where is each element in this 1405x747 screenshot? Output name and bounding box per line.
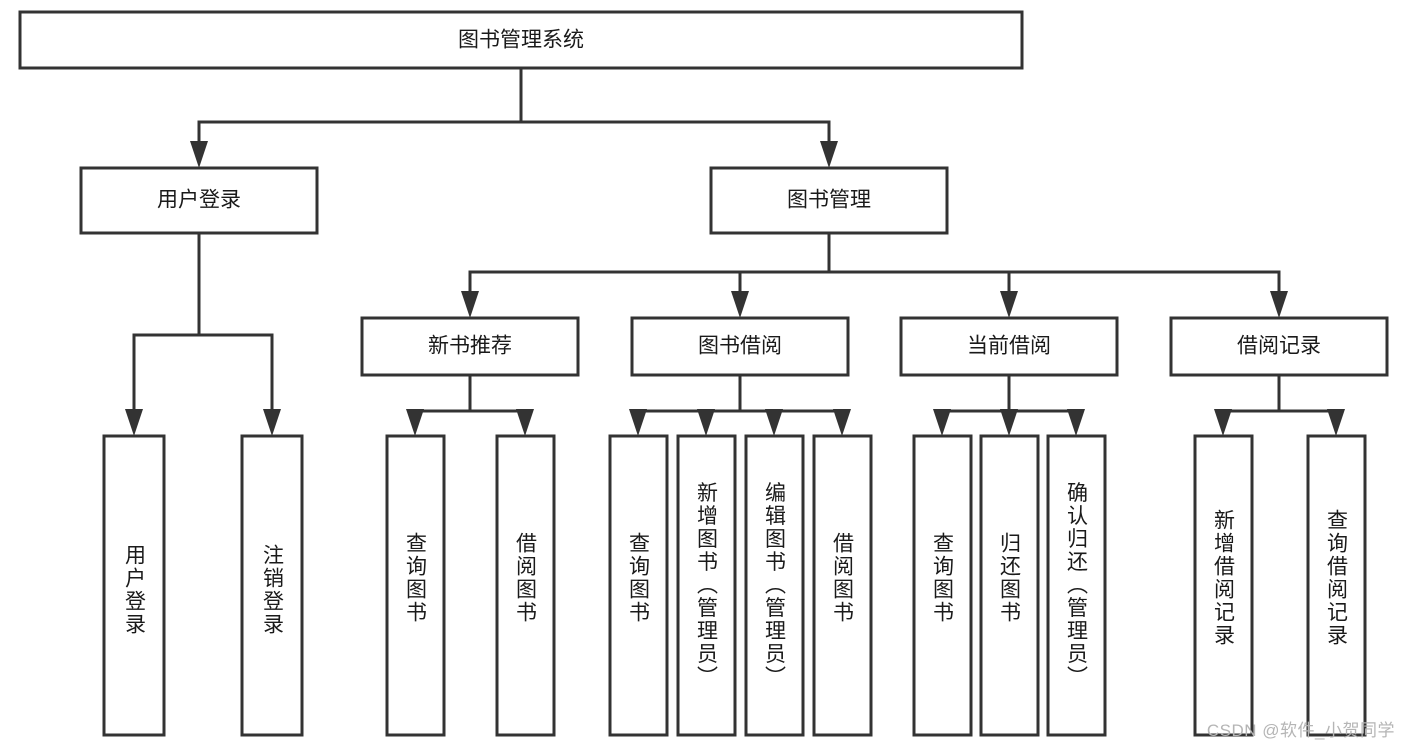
node-leaf-query-book-2-box[interactable] (608, 434, 669, 737)
node-leaf-add-record-label: 新增借阅记录 (1212, 509, 1236, 647)
node-leaf-logout-login-label: 注销登录 (261, 544, 285, 636)
node-leaf-logout-login[interactable]: 注销登录 (240, 434, 304, 737)
node-leaf-edit-book-label: 编辑图书（管理员） (763, 482, 787, 689)
node-book-borrow-box[interactable] (630, 316, 850, 377)
node-borrow-record-label: 借阅记录 (1237, 335, 1321, 358)
arrow-root-to-user-login (190, 141, 208, 168)
node-leaf-user-login-label: 用户登录 (123, 544, 147, 636)
node-borrow-record[interactable]: 借阅记录 (1169, 316, 1389, 377)
connectors-book-borrow-children (629, 373, 851, 436)
node-user-login[interactable]: 用户登录 (79, 166, 319, 235)
node-leaf-query-record[interactable]: 查询借阅记录 (1306, 434, 1367, 737)
arrow-to-leaf-query-book-3 (933, 409, 951, 436)
node-leaf-query-record-label: 查询借阅记录 (1325, 509, 1349, 647)
node-leaf-borrow-book-2-label: 借阅图书 (831, 532, 855, 624)
node-leaf-return-book[interactable]: 归还图书 (979, 434, 1040, 737)
node-leaf-add-record-box[interactable] (1193, 434, 1254, 737)
arrow-to-leaf-add-book (697, 409, 715, 436)
node-current-borrow-label: 当前借阅 (967, 335, 1051, 358)
watermark-text: CSDN @软件_小贺同学 (1206, 721, 1395, 740)
connectors-root-to-level2 (190, 66, 838, 168)
connectors-book-management-children (461, 231, 1288, 318)
node-book-borrow-label: 图书借阅 (698, 335, 782, 358)
node-leaf-add-book[interactable]: 新增图书（管理员） (676, 434, 737, 737)
node-leaf-confirm-return[interactable]: 确认归还（管理员） (1046, 434, 1107, 737)
node-leaf-logout-login-box[interactable] (240, 434, 304, 737)
node-leaf-add-book-box[interactable] (676, 434, 737, 737)
node-book-management-box[interactable] (709, 166, 949, 235)
node-root[interactable]: 图书管理系统 (18, 10, 1024, 70)
node-leaf-query-record-box[interactable] (1306, 434, 1367, 737)
node-leaf-return-book-label: 归还图书 (998, 532, 1022, 624)
node-book-borrow[interactable]: 图书借阅 (630, 316, 850, 377)
arrow-to-book-borrow (731, 291, 749, 318)
node-leaf-edit-book-box[interactable] (744, 434, 805, 737)
node-new-book-recommend-label: 新书推荐 (428, 335, 512, 358)
node-leaf-user-login-box[interactable] (102, 434, 166, 737)
node-leaf-query-book-2-label: 查询图书 (627, 532, 651, 624)
connectors-current-borrow-children (933, 373, 1085, 436)
node-leaf-borrow-book-1-label: 借阅图书 (514, 532, 538, 624)
node-leaf-borrow-book-2[interactable]: 借阅图书 (812, 434, 873, 737)
node-leaf-edit-book[interactable]: 编辑图书（管理员） (744, 434, 805, 737)
node-leaf-query-book-1-box[interactable] (385, 434, 446, 737)
node-root-label: 图书管理系统 (458, 29, 584, 52)
node-leaf-query-book-1-label: 查询图书 (404, 532, 428, 624)
node-leaf-query-book-3-label: 查询图书 (931, 532, 955, 624)
arrow-root-to-book-management (820, 141, 838, 168)
node-user-login-box[interactable] (79, 166, 319, 235)
node-leaf-borrow-book-1-box[interactable] (495, 434, 556, 737)
arrow-to-leaf-return-book (1000, 409, 1018, 436)
node-leaf-query-book-2[interactable]: 查询图书 (608, 434, 669, 737)
node-borrow-record-box[interactable] (1169, 316, 1389, 377)
node-leaf-confirm-return-label: 确认归还（管理员） (1065, 482, 1089, 689)
node-leaf-confirm-return-box[interactable] (1046, 434, 1107, 737)
node-leaf-query-book-3-box[interactable] (912, 434, 973, 737)
arrow-to-new-book-recommend (461, 291, 479, 318)
arrow-to-leaf-logout-login (263, 409, 281, 436)
node-leaf-return-book-box[interactable] (979, 434, 1040, 737)
arrow-to-leaf-query-record (1327, 409, 1345, 436)
node-leaf-add-record[interactable]: 新增借阅记录 (1193, 434, 1254, 737)
node-leaf-add-book-label: 新增图书（管理员） (695, 482, 719, 689)
node-book-management[interactable]: 图书管理 (709, 166, 949, 235)
node-leaf-borrow-book-1[interactable]: 借阅图书 (495, 434, 556, 737)
arrow-to-leaf-query-book-2 (629, 409, 647, 436)
arrow-to-leaf-edit-book (765, 409, 783, 436)
node-new-book-recommend[interactable]: 新书推荐 (360, 316, 580, 377)
node-root-box[interactable] (18, 10, 1024, 70)
node-leaf-borrow-book-2-box[interactable] (812, 434, 873, 737)
arrow-to-leaf-user-login (125, 409, 143, 436)
arrow-to-leaf-borrow-book-1 (516, 409, 534, 436)
node-book-management-label: 图书管理 (787, 189, 871, 212)
connectors-user-login-children (125, 231, 281, 436)
node-leaf-query-book-3[interactable]: 查询图书 (912, 434, 973, 737)
node-leaf-query-book-1[interactable]: 查询图书 (385, 434, 446, 737)
arrow-to-leaf-borrow-book-2 (833, 409, 851, 436)
arrow-to-leaf-confirm-return (1067, 409, 1085, 436)
arrow-to-borrow-record (1270, 291, 1288, 318)
node-current-borrow[interactable]: 当前借阅 (899, 316, 1119, 377)
connectors-borrow-record-children (1214, 373, 1345, 436)
node-user-login-label: 用户登录 (157, 189, 241, 212)
arrow-to-current-borrow (1000, 291, 1018, 318)
node-current-borrow-box[interactable] (899, 316, 1119, 377)
connectors-new-book-recommend-children (406, 373, 534, 436)
node-leaf-user-login[interactable]: 用户登录 (102, 434, 166, 737)
arrow-to-leaf-query-book-1 (406, 409, 424, 436)
node-new-book-recommend-box[interactable] (360, 316, 580, 377)
arrow-to-leaf-add-record (1214, 409, 1232, 436)
